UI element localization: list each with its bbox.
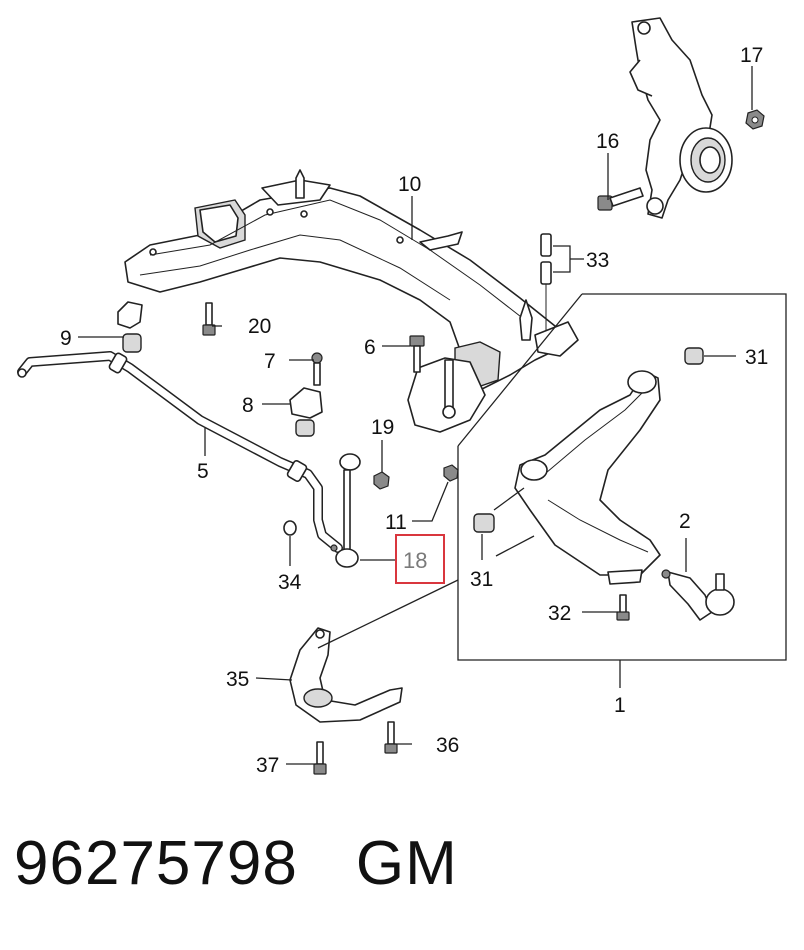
callout-9: 9 [60,327,72,350]
part-caption: 96275798 GM [14,828,458,899]
steering-knuckle [629,17,733,219]
stabilizer-link-18 [330,453,361,568]
callout-19: 19 [371,416,394,439]
bolt-36 [384,721,398,754]
bolt-20 [202,302,216,336]
bolt-32 [616,594,630,621]
callout-33: 33 [586,249,609,272]
nut-19 [373,471,390,490]
callout-37: 37 [256,754,279,777]
bushing-31-bottom [473,513,495,533]
lower-control-arm [514,370,661,585]
bracket-35 [289,627,403,723]
brand-name: GM [355,829,458,898]
bolt-7 [311,352,323,386]
callout-16: 16 [596,130,619,153]
callout-10: 10 [398,173,421,196]
clamp-8 [289,387,323,437]
nut-17 [745,109,765,130]
bushing-31-top [684,347,704,365]
callouts: 1 2 5 6 7 8 9 10 11 16 17 19 20 31 31 32… [60,44,768,777]
callout-32: 32 [548,602,571,625]
callout-31-bottom: 31 [470,568,493,591]
bolts-33 [540,233,552,330]
callout-31-top: 31 [745,346,768,369]
leader-lines [78,66,753,765]
assembly-box [457,293,787,661]
nut-11 [443,464,459,482]
stabilizer-bar [17,351,343,553]
callout-18: 18 [403,548,427,573]
highlight-box [395,534,445,584]
bolt-16 [597,187,644,211]
ball-joint [661,569,735,621]
clamp-9 [117,301,143,353]
highlighted-callout-18[interactable]: 18 [395,534,445,584]
callout-6: 6 [364,336,376,359]
callout-35: 35 [226,668,249,691]
callout-11: 11 [385,511,407,534]
callout-34: 34 [278,571,302,594]
nut-34 [283,520,297,536]
callout-2: 2 [679,510,691,533]
callout-20: 20 [248,315,271,338]
crossmember [124,169,579,433]
callout-36: 36 [436,734,459,757]
callout-8: 8 [242,394,254,417]
callout-5: 5 [197,460,209,483]
callout-1: 1 [614,694,626,717]
callout-7: 7 [264,350,276,373]
assembly-box-diagonal [457,293,583,447]
bolt-37 [313,741,327,775]
callout-17: 17 [740,44,763,67]
bolt-6 [409,335,425,373]
part-number: 96275798 [14,829,298,898]
